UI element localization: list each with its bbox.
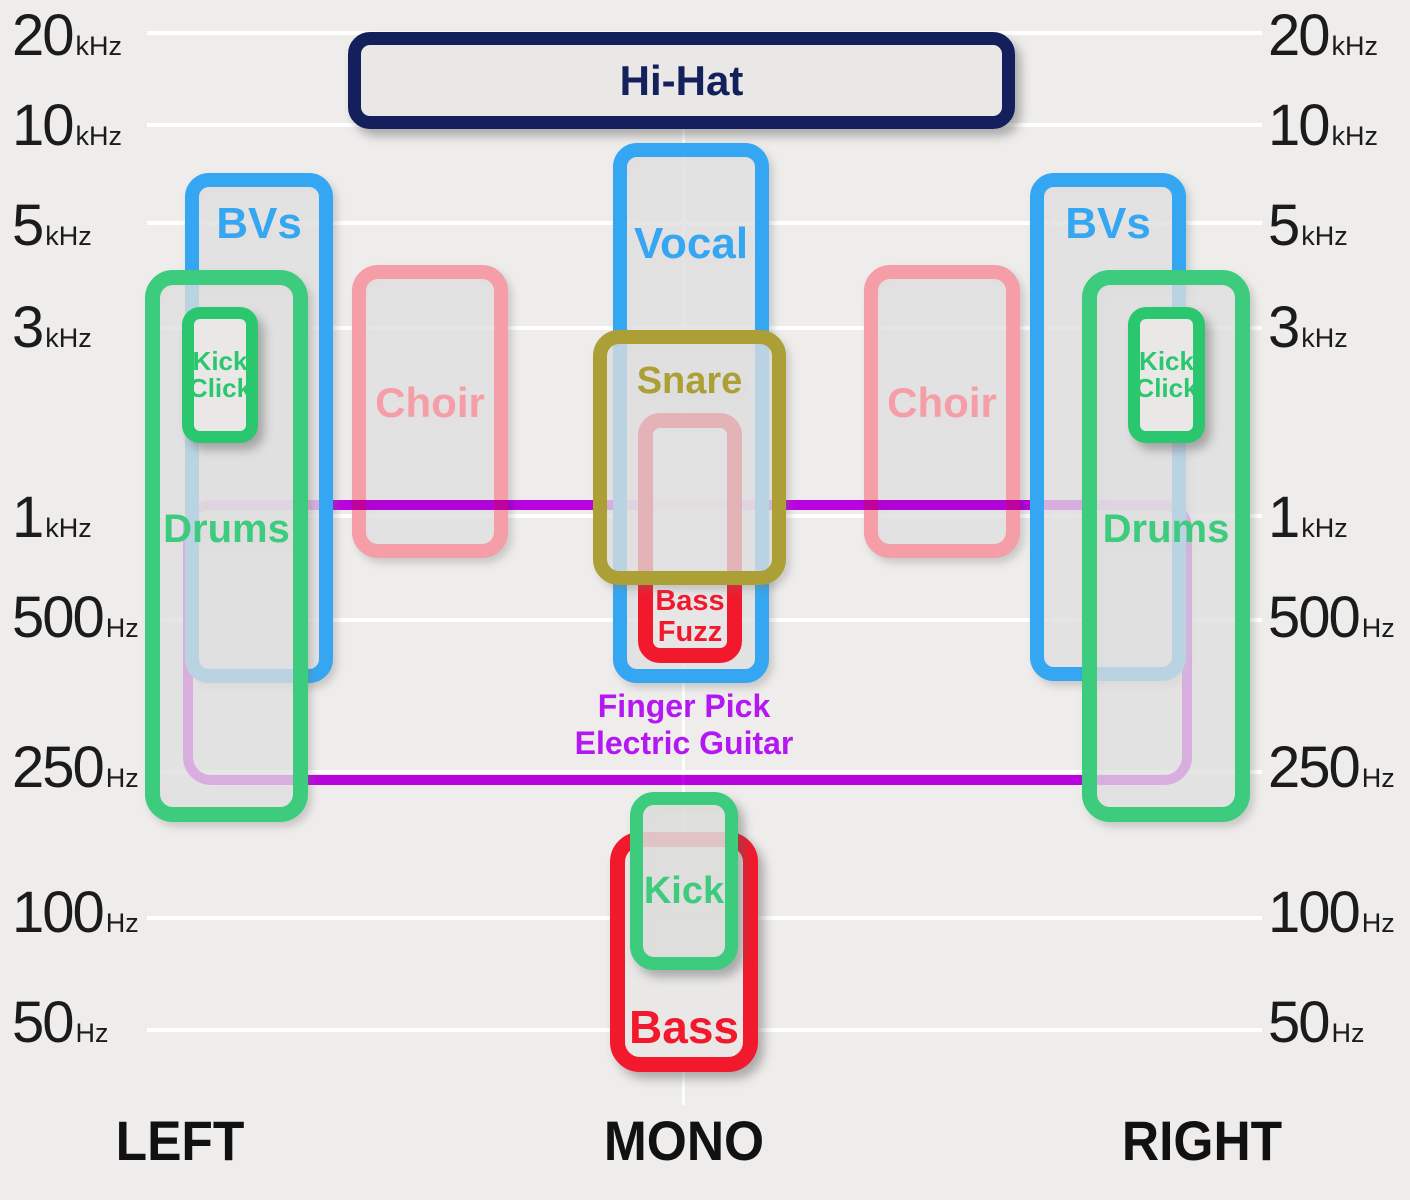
- x-axis-label-mono: MONO: [603, 1109, 765, 1172]
- choir-right-label: Choir: [887, 379, 997, 426]
- vocal-label: Vocal: [633, 219, 749, 268]
- region-kick: Kick: [630, 792, 738, 970]
- kick-label: Kick: [643, 870, 725, 912]
- kick-click-right-label-line2: Click: [1135, 373, 1198, 403]
- kick-click-right-label-line1: Kick: [1139, 346, 1194, 376]
- kick-click-left-label-line1: Kick: [192, 346, 248, 376]
- drums-right-label: Drums: [1102, 507, 1230, 551]
- gridline-250hz: [147, 770, 1262, 774]
- region-kick-click-right: Kick Click: [1128, 307, 1205, 443]
- x-axis-label-right: RIGHT: [1121, 1109, 1283, 1172]
- choir-left-label: Choir: [375, 379, 485, 426]
- bass-label: Bass: [629, 1001, 739, 1053]
- region-snare: Snare: [593, 330, 786, 585]
- region-kick-click-left: Kick Click: [182, 307, 258, 443]
- finger-pick-label: Finger Pick Electric Guitar: [574, 688, 794, 761]
- bvs-left-label: BVs: [216, 199, 302, 248]
- hi-hat-label: Hi-Hat: [619, 56, 744, 104]
- drums-left-label: Drums: [163, 507, 290, 551]
- bvs-right-label: BVs: [1065, 199, 1151, 248]
- kick-click-left-label-line2: Click: [188, 373, 252, 403]
- snare-label: Snare: [636, 360, 743, 402]
- x-axis-label-left: LEFT: [115, 1109, 245, 1172]
- region-hi-hat: Hi-Hat: [348, 32, 1015, 129]
- bass-fuzz-label: Bass Fuzz: [655, 585, 725, 648]
